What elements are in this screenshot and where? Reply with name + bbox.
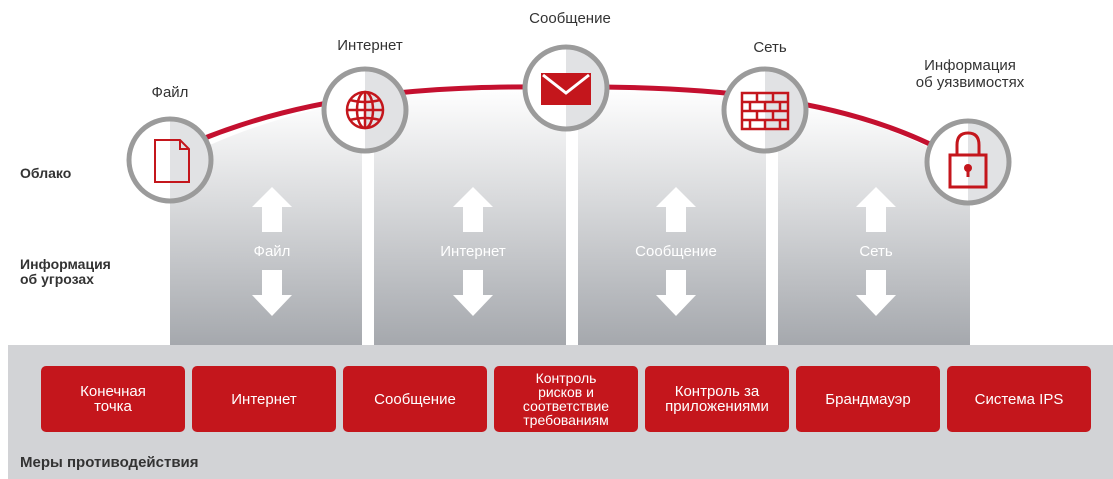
column-label-file: Файл [253,243,291,260]
file-icon [154,139,190,183]
button-line: соответствие [522,398,610,414]
node-label-vulnerability-line2: об уязвимостях [915,74,1025,91]
node-message [522,44,610,132]
countermeasure-message-button[interactable]: Сообщение [343,366,487,432]
threat-info-label: Информация об угрозах [20,257,111,287]
lock-icon [948,131,988,189]
envelope-icon [541,73,591,105]
countermeasure-internet-button[interactable]: Интернет [192,366,336,432]
node-label-file: Файл [151,84,189,101]
threat-info-label-line1: Информация [20,256,111,272]
arrow-up-icon [856,187,896,232]
firewall-brick-icon [740,91,790,131]
arrow-up-icon [656,187,696,232]
node-label-network: Сеть [753,39,787,56]
threat-info-label-line2: об угрозах [20,271,94,287]
button-line: Контроль [535,370,597,386]
button-line: Система IPS [974,390,1064,408]
button-line: Интернет [231,390,297,408]
arrow-down-icon [656,270,696,316]
button-line: Контроль за [674,383,760,400]
button-line: точка [94,398,132,415]
button-line: Сообщение [374,390,456,408]
arrow-down-icon [856,270,896,316]
node-label-message: Сообщение [529,10,611,27]
button-line: рисков и [538,384,594,400]
arrow-down-icon [453,270,493,316]
button-line: Конечная [80,383,146,400]
node-label-vulnerability: Информация об уязвимостях [900,57,1040,91]
button-line: Брандмауэр [825,390,911,408]
button-line: требованиям [523,412,609,428]
countermeasures-label: Меры противодействия [20,454,199,471]
column-label-message: Сообщение [635,243,717,260]
arrow-down-icon [252,270,292,316]
countermeasure-ips-button[interactable]: Система IPS [947,366,1091,432]
node-label-internet: Интернет [337,37,403,54]
globe-icon [345,90,385,130]
node-label-vulnerability-line1: Информация [924,57,1016,74]
button-line: приложениями [665,398,769,415]
column-label-internet: Интернет [440,243,506,260]
countermeasure-firewall-button[interactable]: Брандмауэр [796,366,940,432]
cloud-label: Облако [20,165,72,181]
arrow-up-icon [453,187,493,232]
column-label-network: Сеть [859,243,893,260]
arrow-up-icon [252,187,292,232]
